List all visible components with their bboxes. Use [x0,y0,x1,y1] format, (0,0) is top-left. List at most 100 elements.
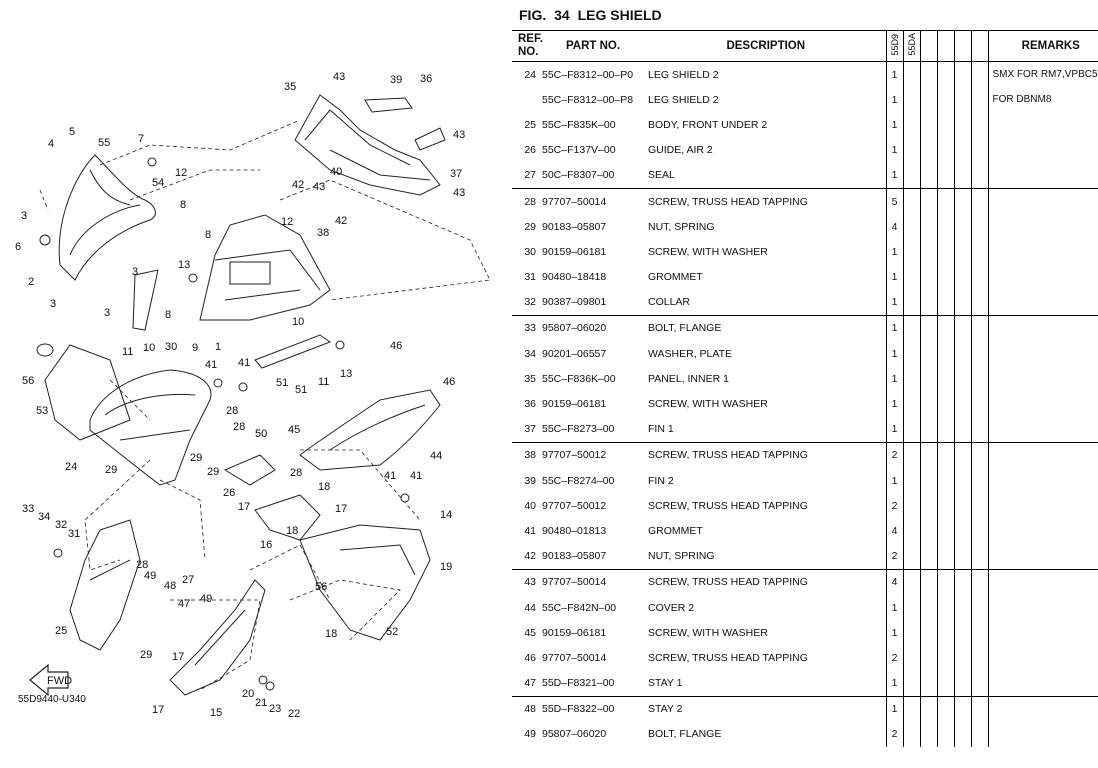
remarks-cell [987,264,1098,290]
description-cell: SCREW, TRUSS HEAD TAPPING [648,651,808,664]
qty-col-5-cell [953,645,971,671]
callout-label: 49 [144,570,156,582]
description-cell: WASHER, PLATE [648,347,733,360]
qty-55da-cell [902,137,920,163]
ref-cell: 42 [524,550,536,563]
qty-55d9-cell: 1 [885,87,903,113]
part-no-cell: 90387–09801 [542,296,607,309]
qty-col-5-cell [953,61,971,88]
qty-col-4-cell [936,518,954,544]
callout-label: 32 [55,519,67,531]
ref-cell: 30 [524,245,536,258]
ref-cell: 49 [524,728,536,741]
remarks-cell [987,670,1098,697]
qty-55da-cell [902,620,920,646]
remarks-cell: FOR DBNM8 [987,87,1098,113]
qty-col-6-cell [970,721,988,748]
qty-55da-cell [902,594,920,621]
qty-col-6-cell [970,391,988,417]
callout-label: 43 [333,71,345,83]
qty-col-6-cell [970,214,988,240]
callout-label: 8 [205,229,211,241]
description-cell: FIN 1 [648,423,674,436]
qty-col-3-cell [919,162,937,189]
callout-label: 43 [453,187,465,199]
part-no-cell: 90183–05807 [542,550,607,563]
callout-label: 37 [450,168,462,180]
remarks-cell [987,518,1098,544]
callout-label: 45 [288,424,300,436]
qty-55d9-cell: 1 [885,137,903,163]
remarks-cell [987,187,1098,215]
qty-col-6-cell [970,493,988,519]
description-cell: BODY, FRONT UNDER 2 [648,118,768,131]
description-cell: SEAL [648,169,675,182]
qty-col-5-cell [953,112,971,138]
qty-col-5-cell [953,239,971,265]
description-cell: SCREW, WITH WASHER [648,245,768,258]
ref-cell: 40 [524,499,536,512]
part-no-cell: 97707–50014 [542,651,607,664]
qty-55da-cell [902,416,920,443]
part-no-cell: 90201–06557 [542,347,607,360]
qty-col-6-cell [970,620,988,646]
remarks-cell [987,441,1098,468]
qty-col-6-cell [970,239,988,265]
qty-55da-cell [902,721,920,748]
qty-col-5-cell [953,391,971,417]
qty-col-5-cell [953,594,971,621]
callout-label: 16 [260,539,272,551]
qty-col-5-cell [953,670,971,697]
qty-col-3-cell [919,721,937,748]
figure-number: 34 [554,7,570,23]
qty-col-4-cell [936,137,954,163]
qty-col-4-cell [936,112,954,138]
qty-col-5-cell [953,493,971,519]
remarks-cell [987,214,1098,240]
qty-col-6-cell [970,695,988,722]
qty-col-3-cell [919,239,937,265]
callout-label: 12 [281,216,293,228]
callout-label: 17 [335,503,347,515]
qty-col-4-cell [936,87,954,113]
qty-col-3-cell [919,112,937,138]
callout-label: 13 [340,368,352,380]
description-cell: NUT, SPRING [648,220,715,233]
remarks-cell [987,112,1098,138]
qty-col-3-cell [919,695,937,722]
remarks-cell [987,543,1098,570]
description-cell: SCREW, TRUSS HEAD TAPPING [648,499,808,512]
callout-label: 12 [175,167,187,179]
qty-col-4-cell [936,721,954,748]
callout-label: 52 [386,626,398,638]
qty-55da-cell [902,162,920,189]
qty-55d9-cell: 1 [885,620,903,646]
qty-55da-cell [902,264,920,290]
qty-col-6-cell [970,87,988,113]
qty-55d9-cell: 1 [885,416,903,443]
ref-cell: 26 [524,144,536,157]
qty-55d9-cell: 1 [885,341,903,367]
qty-col-3-cell [919,568,937,595]
qty-55da-cell [902,112,920,138]
qty-col-5-cell [953,214,971,240]
callout-label: 26 [223,487,235,499]
ref-cell: 34 [524,347,536,360]
ref-cell: 33 [512,314,540,342]
qty-col-5-cell [953,568,971,595]
qty-col-4-cell [936,314,954,342]
remarks-cell [987,366,1098,392]
qty-col-4-cell [936,493,954,519]
callout-label: 4 [48,138,54,150]
callout-label: 35 [284,81,296,93]
remarks-cell [987,416,1098,443]
